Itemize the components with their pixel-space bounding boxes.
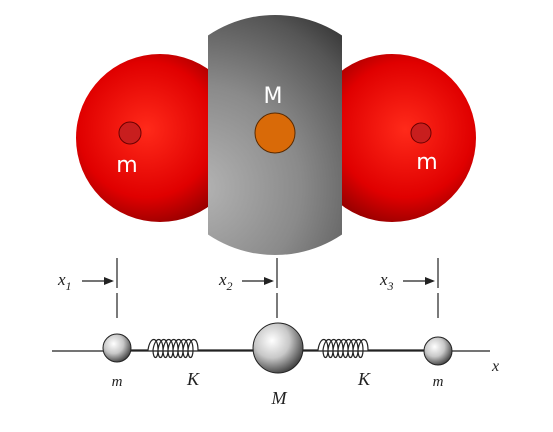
- arrow-2: [242, 277, 274, 285]
- left-atom-label: m: [116, 153, 137, 178]
- spring-left: [131, 338, 256, 359]
- spring-right: [303, 338, 425, 359]
- position-label-2: x2: [218, 270, 233, 293]
- arrow-1: [82, 277, 114, 285]
- spring-mass-model: [52, 258, 490, 374]
- spring-label-left: K: [186, 369, 200, 389]
- spring-label-right: K: [357, 369, 371, 389]
- mass-right: [423, 336, 453, 366]
- position-label-3: x3: [379, 270, 394, 293]
- mass-left: [102, 333, 132, 363]
- left-outer-atom: [76, 54, 244, 222]
- left-atom-marker: [118, 121, 142, 145]
- mass-label-left: m: [112, 374, 123, 390]
- center-atom-marker: [254, 112, 296, 154]
- axis-label-x: x: [491, 358, 499, 375]
- arrow-3: [403, 277, 435, 285]
- center-atom-label: M: [264, 84, 283, 109]
- right-atom-label: m: [416, 150, 437, 175]
- right-outer-atom: [308, 54, 476, 222]
- right-atom-marker: [410, 122, 432, 144]
- molecule-model: M m m: [76, 15, 476, 255]
- spring-model-labels: x1 x2 x3 m M m K K x: [57, 270, 499, 408]
- mass-label-right: m: [433, 374, 444, 390]
- position-label-1: x1: [57, 270, 72, 293]
- mass-center: [252, 322, 304, 374]
- mass-label-center: M: [271, 388, 288, 408]
